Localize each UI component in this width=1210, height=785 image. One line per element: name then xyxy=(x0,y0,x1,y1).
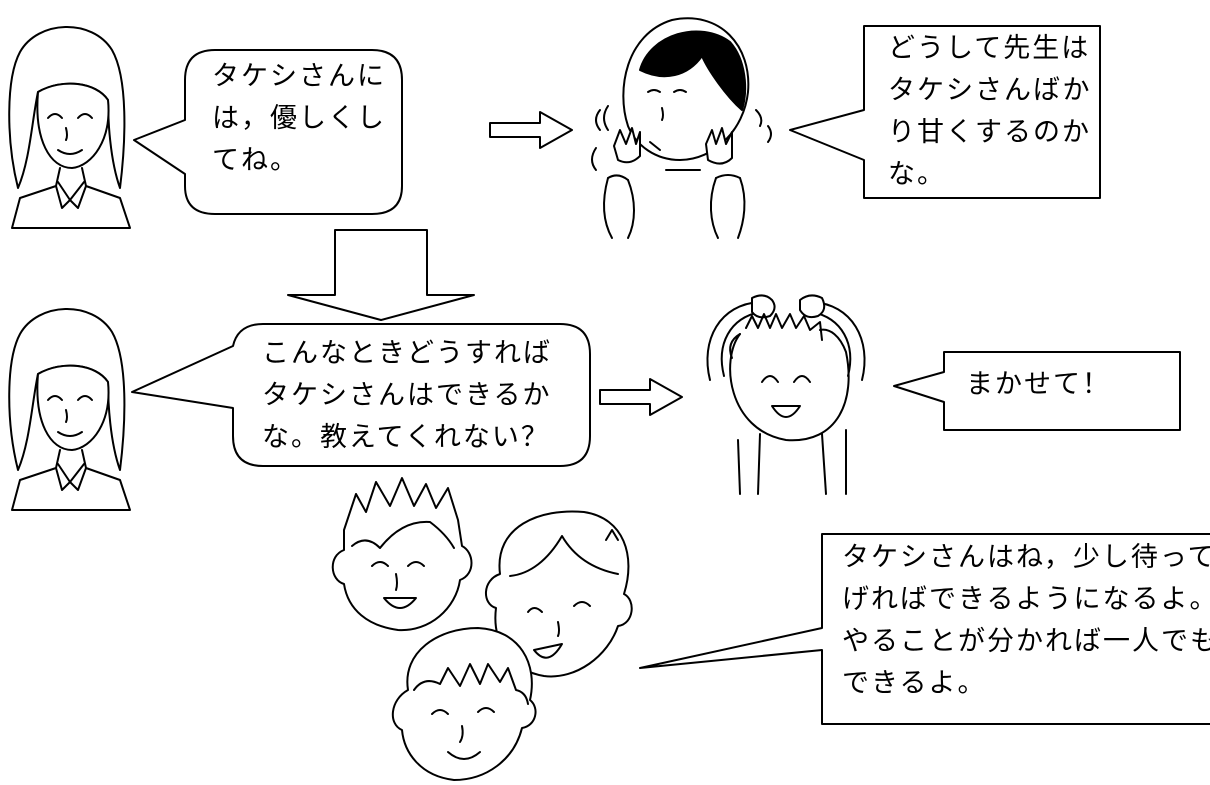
boy-reply-text: まかせて！ xyxy=(966,369,1111,400)
children-group-figure xyxy=(331,477,633,781)
arrow-right-1 xyxy=(489,111,573,149)
bubble-teacher-request xyxy=(133,49,403,215)
bubble-takeshi-complaint xyxy=(789,25,1101,199)
bubble-texts: タケシさんに は，優しくし てね。 どうして先生は タケシさんばか り甘くするの… xyxy=(212,33,1210,699)
takeshi-upset-figure xyxy=(591,17,772,239)
teacher-figure-top xyxy=(8,26,131,229)
bubble-teacher-question xyxy=(131,323,591,467)
arrow-down xyxy=(287,229,475,321)
arrow-right-2 xyxy=(599,378,683,416)
teacher-request-text: タケシさんに は，優しくし てね。 xyxy=(212,61,397,176)
bubble-children-answer xyxy=(639,533,1210,725)
boy-arms-up-figure xyxy=(706,294,866,495)
takeshi-complaint-text: どうして先生は タケシさんばか り甘くするのか な。 xyxy=(888,33,1102,190)
teacher-question-text: こんなときどうすれば タケシさんはできるか な。教えてくれない？ xyxy=(262,338,563,453)
teacher-figure-bottom xyxy=(8,308,131,511)
children-answer-text: タケシさんはね，少し待ってあ げればできるようになるよ。 やることが分かれば一人… xyxy=(842,542,1210,699)
bubble-boy-reply xyxy=(893,351,1181,431)
